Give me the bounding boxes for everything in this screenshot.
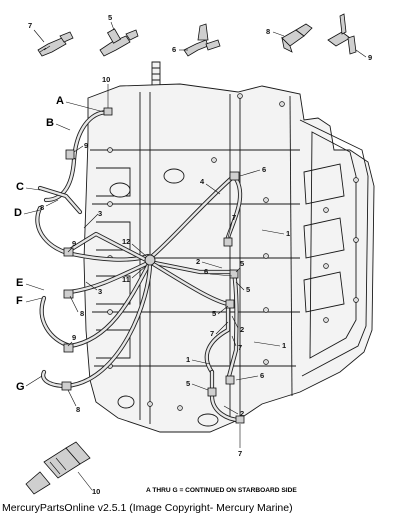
svg-text:3: 3: [98, 209, 102, 218]
svg-text:9: 9: [84, 141, 88, 150]
svg-text:11: 11: [122, 275, 130, 284]
svg-text:7: 7: [210, 329, 214, 338]
fitting-10-detail-icon: [25, 441, 91, 495]
svg-text:B: B: [46, 117, 54, 129]
hose-routing: [35, 109, 243, 423]
svg-text:7: 7: [238, 343, 242, 352]
svg-text:7: 7: [28, 21, 32, 30]
continuation-note: A THRU G = CONTINUED ON STARBOARD SIDE: [146, 487, 297, 494]
svg-text:C: C: [16, 181, 24, 193]
svg-text:A: A: [56, 95, 64, 107]
svg-text:1: 1: [282, 341, 286, 350]
fitting-6-icon: [183, 23, 221, 57]
fitting-9-icon: [327, 13, 357, 55]
svg-text:6: 6: [172, 45, 176, 54]
svg-text:3: 3: [98, 287, 102, 296]
svg-text:4: 4: [200, 177, 205, 186]
svg-text:6: 6: [260, 371, 264, 380]
svg-text:5: 5: [108, 13, 112, 22]
svg-text:7: 7: [238, 449, 242, 458]
svg-text:5: 5: [240, 259, 244, 268]
svg-text:8: 8: [80, 309, 84, 318]
svg-text:12: 12: [122, 237, 130, 246]
svg-text:1: 1: [186, 355, 190, 364]
svg-text:F: F: [16, 295, 23, 307]
svg-text:9: 9: [72, 239, 76, 248]
image-caption: MercuryPartsOnline v2.5.1 (Image Copyrig…: [2, 502, 293, 514]
svg-text:9: 9: [72, 333, 76, 342]
svg-text:1: 1: [286, 229, 290, 238]
port-letter-labels: A B C D E F G: [14, 95, 105, 393]
svg-text:9: 9: [368, 53, 372, 62]
svg-text:7: 7: [232, 213, 236, 222]
svg-text:2: 2: [240, 325, 244, 334]
fitting-5-icon: [99, 28, 139, 57]
svg-text:2: 2: [196, 257, 200, 266]
svg-text:5: 5: [186, 379, 190, 388]
fitting-7-icon: [37, 31, 74, 57]
svg-text:10: 10: [102, 75, 110, 84]
svg-text:G: G: [16, 381, 25, 393]
svg-text:2: 2: [240, 409, 244, 418]
svg-text:E: E: [16, 277, 23, 289]
svg-text:5: 5: [212, 309, 216, 318]
engine-block: [83, 61, 375, 433]
svg-text:8: 8: [266, 27, 270, 36]
svg-text:6: 6: [262, 165, 266, 174]
svg-text:D: D: [14, 207, 22, 219]
svg-text:8: 8: [40, 203, 44, 212]
svg-text:8: 8: [76, 405, 80, 414]
svg-text:5: 5: [246, 285, 250, 294]
svg-text:6: 6: [204, 267, 208, 276]
fitting-8-icon: [281, 23, 313, 53]
svg-text:10: 10: [92, 487, 100, 496]
engine-hose-diagram: 7 5 6 8 9: [14, 13, 375, 496]
part-number-callouts: 10 9 8 3 9 3 8 9 8 12 11 4 6 7 1 2 5 6: [40, 75, 290, 458]
